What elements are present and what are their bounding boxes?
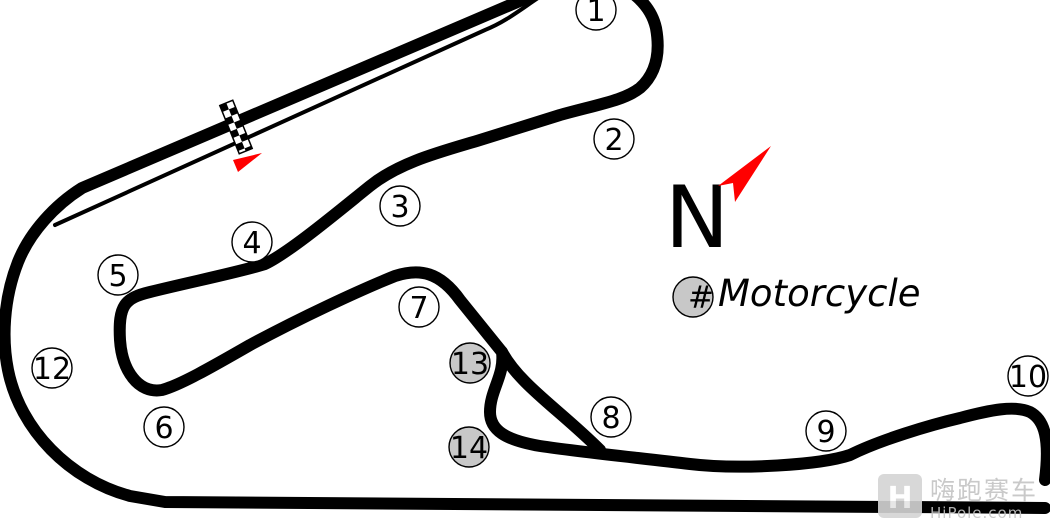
corner-marker: 14	[448, 426, 490, 468]
corner-label: 13	[451, 347, 489, 382]
circuit-main-straight	[0, 0, 1050, 514]
corner-marker: 7	[398, 286, 440, 328]
watermark: H 嗨跑赛车 HiPole.com	[878, 474, 1038, 522]
corner-label: 9	[816, 415, 835, 450]
corner-marker: 12	[31, 347, 73, 389]
corner-marker: 8	[590, 396, 632, 438]
corner-marker: 1	[575, 0, 617, 31]
compass: N	[665, 146, 771, 268]
svg-text:H: H	[887, 481, 912, 516]
corner-marker: 3	[379, 185, 421, 227]
corner-label: 3	[390, 190, 409, 225]
race-direction-arrow-icon	[233, 153, 262, 172]
legend-marker	[672, 276, 714, 318]
legend-symbol: #	[688, 280, 714, 316]
circuit-track	[113, 0, 1050, 486]
corner-marker: 10	[1007, 355, 1049, 397]
corner-marker: 5	[97, 254, 139, 296]
north-label: N	[665, 168, 729, 268]
corner-label: 6	[154, 411, 173, 446]
watermark-latin-text: HiPole.com	[930, 504, 1023, 522]
corner-label: 12	[33, 352, 71, 387]
corner-marker: 2	[593, 118, 635, 160]
hipole-logo-icon: H	[878, 474, 922, 518]
corner-label: 4	[242, 226, 261, 261]
corner-label: 2	[604, 123, 623, 158]
north-arrow-icon	[718, 146, 771, 202]
corner-label: 10	[1009, 360, 1047, 395]
corner-label: 1	[586, 0, 605, 29]
corner-label: 7	[409, 291, 428, 326]
start-finish-flag	[218, 99, 254, 155]
legend-label: Motorcycle	[718, 272, 921, 315]
corner-marker: 13	[449, 342, 491, 384]
chicane-link	[496, 346, 606, 456]
watermark-cjk-text: 嗨跑赛车	[930, 476, 1038, 505]
corner-marker: 9	[805, 410, 847, 452]
pit-lane	[53, 0, 539, 227]
corner-marker: 4	[231, 221, 273, 263]
corner-label: 14	[450, 431, 488, 466]
legend: # Motorcycle	[672, 272, 921, 318]
corner-label: 5	[108, 259, 127, 294]
corner-label: 8	[601, 401, 620, 436]
corner-marker: 6	[143, 406, 185, 448]
